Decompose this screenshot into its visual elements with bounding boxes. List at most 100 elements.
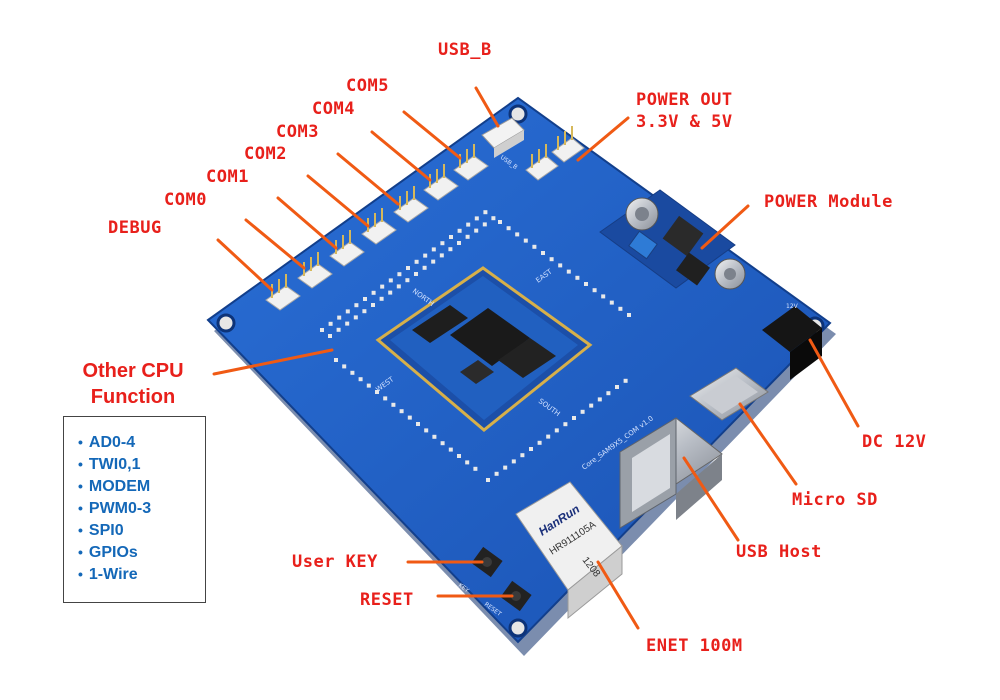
pin-pad <box>541 251 545 255</box>
pin-pad <box>465 460 470 465</box>
label-com0: COM0 <box>164 190 207 210</box>
label-other-cpu-line2: Function <box>90 386 176 408</box>
cpu-function-item: MODEM <box>78 475 205 497</box>
nand-chip <box>498 338 556 378</box>
pin-pad <box>416 422 420 426</box>
pin-pad <box>336 327 341 332</box>
pin-pad <box>396 284 401 289</box>
pin-pad <box>391 402 396 407</box>
pin-pad <box>627 313 631 317</box>
power-module <box>599 189 746 290</box>
inductor <box>662 215 704 257</box>
label-com4: COM4 <box>312 99 355 119</box>
pin-pad <box>422 265 427 270</box>
pin-pad <box>474 216 479 221</box>
pin-pad <box>609 300 614 305</box>
power-out-header <box>525 126 585 181</box>
pin-pad <box>457 454 461 458</box>
pin-pad <box>506 226 511 231</box>
leader-dc-12v <box>808 338 860 428</box>
cpu-function-item: GPIOs <box>78 541 205 563</box>
label-com2: COM2 <box>244 144 287 164</box>
leader-com5 <box>402 110 462 160</box>
pin-pad <box>474 228 479 233</box>
cpu-function-list: AD0-4 TWI0,1 MODEM PWM0-3 SPI0 GPIOs 1-W… <box>63 416 206 603</box>
pin-pad <box>597 397 602 402</box>
pin-pad <box>424 428 429 433</box>
leader-other-cpu <box>212 348 334 376</box>
leader-com4 <box>370 130 432 182</box>
pin-pad <box>320 328 324 332</box>
pin-pad <box>345 321 350 326</box>
pin-pad <box>423 253 428 258</box>
pin-pad <box>431 247 436 252</box>
label-power-out-line1: POWER OUT <box>636 90 733 110</box>
pin-pad <box>575 275 580 280</box>
cpu-function-item: 1-Wire <box>78 563 205 585</box>
leader-usb-b <box>474 86 500 128</box>
mounting-hole <box>216 313 236 333</box>
pin-pad <box>405 278 410 283</box>
pin-pad <box>580 409 585 414</box>
pin-pad <box>563 422 568 427</box>
cpu-function-item: TWI0,1 <box>78 453 205 475</box>
label-power-module: POWER Module <box>764 192 893 212</box>
pin-pad <box>399 409 404 414</box>
pin-pad <box>483 210 488 215</box>
user-key-button: KEY <box>457 546 503 595</box>
label-other-cpu-line1: Other CPU <box>82 360 184 382</box>
pin-pad <box>380 284 385 289</box>
label-debug: DEBUG <box>108 218 162 238</box>
leader-com0 <box>244 218 306 270</box>
pin-pad <box>354 303 359 308</box>
pin-pad <box>407 415 412 420</box>
label-user-key: User KEY <box>292 552 378 572</box>
pin-pad <box>554 428 559 433</box>
pin-pad <box>328 321 333 326</box>
pin-pad <box>371 303 375 307</box>
pin-pad <box>337 315 342 320</box>
pin-pad <box>440 441 445 446</box>
pin-pad <box>457 241 461 245</box>
leader-debug <box>216 238 274 292</box>
pin-pad <box>342 364 347 369</box>
leader-com1 <box>276 196 338 250</box>
pin-pad <box>473 466 478 471</box>
pin-pad <box>379 296 384 301</box>
label-micro-sd: Micro SD <box>792 490 878 510</box>
pin-pad <box>388 278 393 283</box>
pin-pad <box>511 459 516 464</box>
label-enet: ENET 100M <box>646 636 743 656</box>
pin-pad <box>498 220 502 224</box>
label-com5: COM5 <box>346 76 389 96</box>
pin-pad <box>486 478 490 482</box>
pin-pad <box>520 453 525 458</box>
pin-header-rows <box>320 210 631 482</box>
leader-power-module <box>700 204 750 250</box>
pin-pad <box>615 385 619 389</box>
pin-pad <box>414 259 419 264</box>
pin-pad <box>358 377 363 382</box>
silk-dc: 12V <box>786 303 799 310</box>
pin-pad <box>584 282 588 286</box>
potentiometer <box>628 230 658 260</box>
mounting-hole <box>508 618 528 638</box>
callout-leaders <box>212 86 860 630</box>
pin-pad <box>515 232 520 237</box>
mounting-hole <box>508 104 528 124</box>
pin-pad <box>549 257 554 262</box>
pin-pad <box>465 234 470 239</box>
label-dc-12v: DC 12V <box>862 432 927 452</box>
rj45-jack: HanRun HR911105A 1208 <box>515 481 623 620</box>
core-module: NORTH EAST WEST SOUTH <box>374 266 593 432</box>
label-power-out-line2: 3.3V & 5V <box>636 112 733 132</box>
label-reset: RESET <box>360 590 414 610</box>
pin-pad <box>491 216 496 221</box>
pin-pad <box>457 228 462 233</box>
label-usb-b: USB_B <box>438 40 492 60</box>
pin-pad <box>397 272 402 277</box>
pin-pad <box>482 222 487 227</box>
cpu-function-item: PWM0-3 <box>78 497 205 519</box>
label-com1: COM1 <box>206 167 249 187</box>
